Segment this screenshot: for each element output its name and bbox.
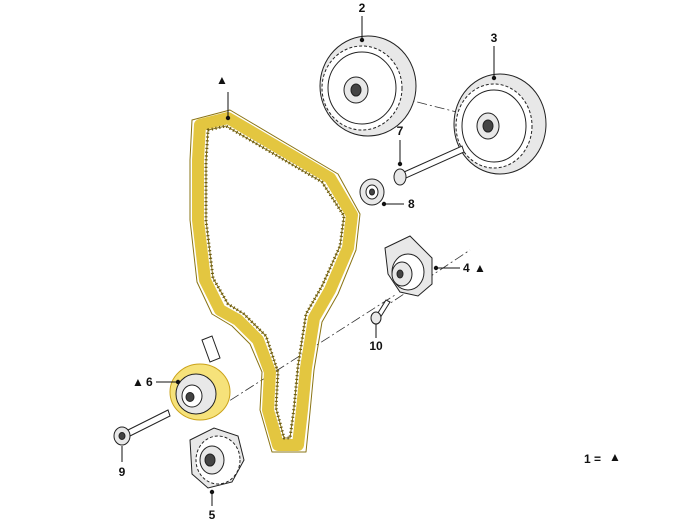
bolt-10 <box>370 299 391 325</box>
camshaft-sprocket-2 <box>319 35 417 137</box>
callout-label-5: 5 <box>209 508 216 522</box>
idler-bolt-7 <box>393 145 465 186</box>
callout-marker-6: ▲ <box>132 375 144 389</box>
tensioner-pulley-6 <box>169 335 231 421</box>
timing-belt <box>189 109 361 453</box>
legend: 1 = ▲ <box>584 450 621 466</box>
long-bolt-9 <box>113 409 171 446</box>
legend-symbol: ▲ <box>609 450 621 464</box>
callout-9: 9 <box>119 446 126 479</box>
callout-marker-4: ▲ <box>474 261 486 275</box>
callout-label-8: 8 <box>408 197 415 211</box>
belt-marker: ▲ <box>216 73 228 87</box>
crankshaft-sprocket-5 <box>189 427 245 489</box>
callout-label-6: 6 <box>146 375 153 389</box>
callout-label-2: 2 <box>359 1 366 15</box>
callout-label-4: 4 <box>463 261 470 275</box>
idler-pulley-8 <box>359 178 385 206</box>
callout-label-7: 7 <box>397 124 404 138</box>
callout-6: ▲ 6 <box>132 375 181 389</box>
callout-label-9: 9 <box>119 465 126 479</box>
callout-8: 8 <box>381 197 415 211</box>
callout-2: 2 <box>359 1 366 43</box>
callout-3: 3 <box>491 31 498 81</box>
callout-4: 4 ▲ <box>433 261 486 275</box>
callout-belt: ▲ <box>216 73 231 121</box>
callout-label-3: 3 <box>491 31 498 45</box>
callout-label-10: 10 <box>369 339 383 353</box>
legend-text: 1 = <box>584 452 601 466</box>
camshaft-sprocket-3 <box>453 73 547 175</box>
tensioner-bracket-4 <box>384 235 433 297</box>
callout-5: 5 <box>209 489 216 522</box>
callout-7: 7 <box>397 124 404 167</box>
callout-10: 10 <box>369 324 383 353</box>
